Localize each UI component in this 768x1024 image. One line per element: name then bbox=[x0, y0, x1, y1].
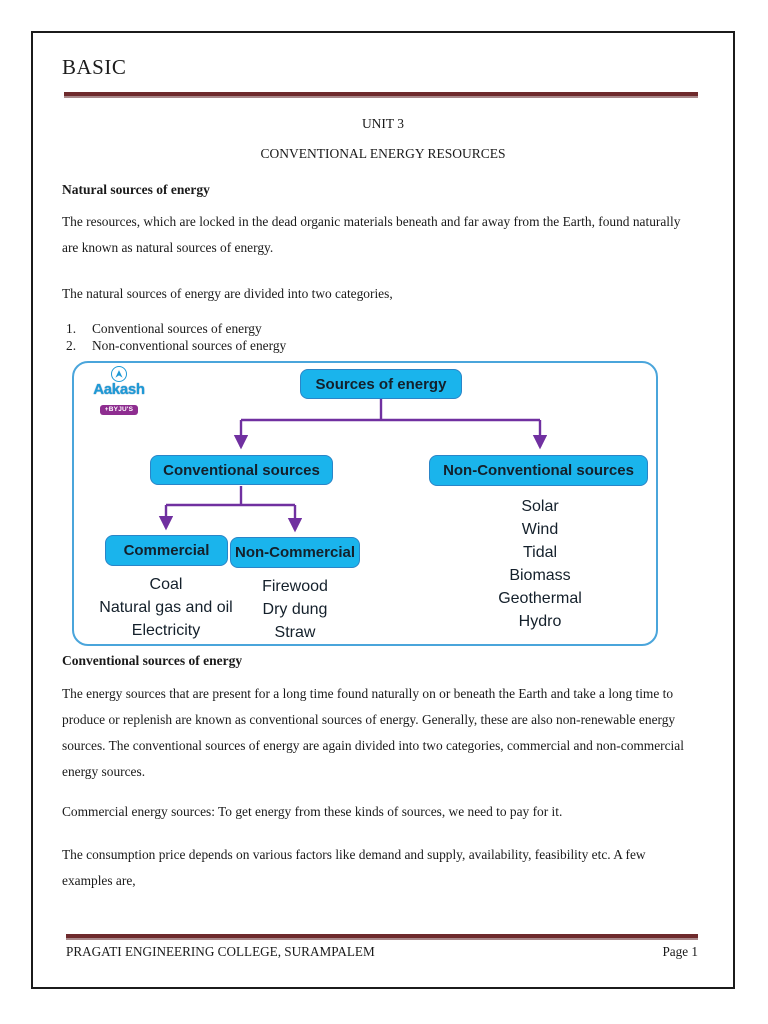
document-page: BASIC UNIT 3 CONVENTIONAL ENERGY RESOURC… bbox=[31, 31, 735, 989]
section-heading-natural-sources: Natural sources of energy bbox=[62, 182, 210, 197]
paragraph: The resources, which are locked in the d… bbox=[62, 214, 681, 255]
diagram-node-non-commercial: Non-Commercial bbox=[230, 537, 360, 568]
paragraph: The natural sources of energy are divide… bbox=[62, 286, 393, 301]
diagram-list-item: Wind bbox=[521, 521, 559, 538]
diagram-list-item: Coal bbox=[149, 576, 183, 593]
diagram-node-sources-of-energy: Sources of energy bbox=[300, 369, 462, 399]
diagram-list-item: Firewood bbox=[262, 578, 328, 595]
energy-sources-diagram: Aakash +BYJU'S Sources of energy Convent… bbox=[72, 361, 658, 646]
list-item-text: Non-conventional sources of energy bbox=[92, 338, 287, 353]
list-item-number: 2. bbox=[66, 338, 77, 353]
diagram-node-commercial: Commercial bbox=[105, 535, 228, 566]
diagram-list-item: Natural gas and oil bbox=[99, 599, 233, 616]
diagram-list-item: Dry dung bbox=[262, 601, 328, 618]
byjus-badge: +BYJU'S bbox=[99, 405, 139, 415]
diagram-node-non-conventional-sources: Non-Conventional sources bbox=[429, 455, 648, 486]
diagram-list-item: Electricity bbox=[131, 622, 201, 639]
list-item: 2. Non-conventional sources of energy bbox=[66, 337, 286, 354]
paragraph: Commercial energy sources: To get energy… bbox=[62, 804, 563, 819]
section-heading-conventional-sources: Conventional sources of energy bbox=[62, 653, 243, 668]
footer-page-number: Page 1 bbox=[662, 944, 698, 959]
aakash-wordmark: Aakash bbox=[93, 381, 145, 398]
list-item-text: Conventional sources of energy bbox=[92, 321, 262, 336]
page-header-title: BASIC bbox=[62, 55, 127, 79]
page-footer: PRAGATI ENGINEERING COLLEGE, SURAMPALEM … bbox=[66, 944, 698, 960]
chapter-title: CONVENTIONAL ENERGY RESOURCES bbox=[260, 146, 506, 161]
header-divider bbox=[64, 92, 698, 98]
diagram-list-item: Geothermal bbox=[498, 590, 582, 607]
diagram-list-item: Straw bbox=[274, 624, 316, 641]
list-item: 1. Conventional sources of energy bbox=[66, 320, 286, 337]
diagram-list-item: Biomass bbox=[509, 567, 571, 584]
diagram-list-item: Tidal bbox=[522, 544, 558, 561]
footer-college-name: PRAGATI ENGINEERING COLLEGE, SURAMPALEM bbox=[66, 944, 375, 959]
aakash-logo: Aakash +BYJU'S bbox=[84, 366, 154, 416]
diagram-list-item: Hydro bbox=[518, 613, 562, 630]
footer-divider bbox=[66, 934, 698, 940]
paragraph: The energy sources that are present for … bbox=[62, 686, 684, 779]
list-item-number: 1. bbox=[66, 321, 77, 336]
aakash-emblem-icon bbox=[111, 366, 127, 382]
diagram-node-conventional-sources: Conventional sources bbox=[150, 455, 333, 485]
unit-heading: UNIT 3 bbox=[361, 116, 405, 131]
diagram-connectors bbox=[158, 399, 548, 533]
diagram-list-item: Solar bbox=[521, 498, 559, 515]
paragraph: The consumption price depends on various… bbox=[62, 847, 646, 888]
numbered-list: 1. Conventional sources of energy 2. Non… bbox=[66, 320, 286, 354]
